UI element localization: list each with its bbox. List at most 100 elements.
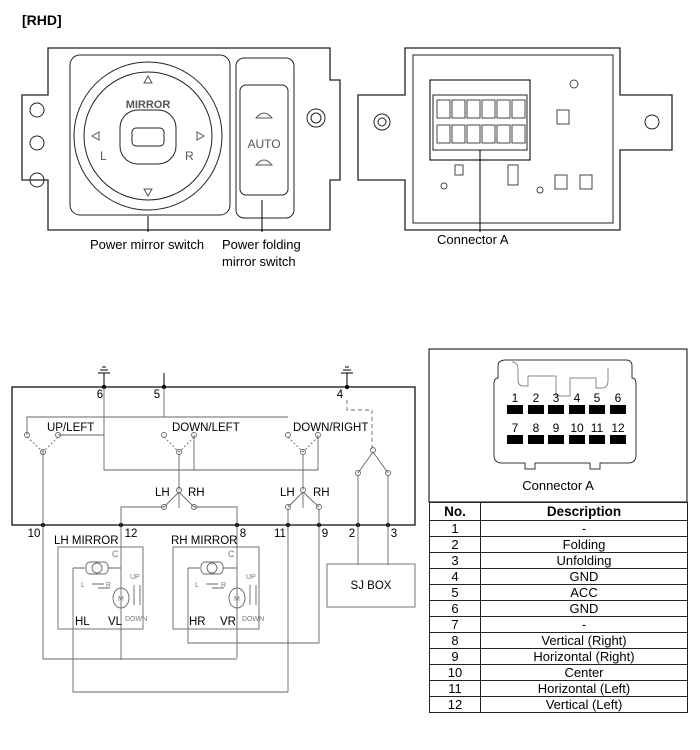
lh-l-label: L <box>81 582 85 589</box>
pin-number: 3 <box>429 552 481 569</box>
pin-description: Horizontal (Left) <box>480 680 688 697</box>
lh-up-label: UP <box>130 574 140 581</box>
pin-5-label: 5 <box>154 389 160 401</box>
rh-l-label: L <box>195 582 199 589</box>
pin-number: 2 <box>429 536 481 553</box>
pin-description: Folding <box>480 536 688 553</box>
pin-description: Horizontal (Right) <box>480 648 688 665</box>
hl-label: HL <box>75 616 90 628</box>
rh-motor-v-label: M <box>234 596 240 603</box>
pin-description: GND <box>480 600 688 617</box>
lh-label: LH <box>155 487 170 499</box>
pin-label: 9 <box>553 421 560 435</box>
pin-label: 4 <box>574 391 581 405</box>
switch-r-text: R <box>185 149 194 163</box>
switch-up-left-label: UP/LEFT <box>47 422 94 434</box>
switch-rear-drawing <box>357 47 673 232</box>
pin-label: 3 <box>553 391 560 405</box>
pin-number: 6 <box>429 600 481 617</box>
pin-description: - <box>480 616 688 633</box>
pin-description: Center <box>480 664 688 681</box>
pin-description: GND <box>480 568 688 585</box>
rh-r-label: R <box>221 582 226 589</box>
pin-label: 10 <box>570 421 584 435</box>
vr-label: VR <box>220 616 236 628</box>
pin-label: 7 <box>512 421 519 435</box>
pin-12-label: 12 <box>125 528 138 540</box>
pin-3-label: 3 <box>391 528 397 540</box>
pin-number: 8 <box>429 632 481 649</box>
rh-up-label: UP <box>246 574 256 581</box>
pin-number: 1 <box>429 520 481 537</box>
rh-label: RH <box>188 487 205 499</box>
sj-box-label: SJ BOX <box>351 580 392 592</box>
rh-label-2: RH <box>313 487 330 499</box>
pin-label: 12 <box>611 421 625 435</box>
lh-down-label: DOWN <box>125 616 147 623</box>
pin-label: 2 <box>533 391 540 405</box>
pin-10-label: 10 <box>28 528 41 540</box>
lh-mirror-label: LH MIRROR <box>54 535 119 547</box>
pin-9-label: 9 <box>322 528 328 540</box>
power-mirror-switch-drawing: MIRROR L R AUTO <box>21 47 341 232</box>
switch-down-left-label: DOWN/LEFT <box>172 422 240 434</box>
pin-description: - <box>480 520 688 537</box>
rh-down-label: DOWN <box>242 616 264 623</box>
switch-mirror-text: MIRROR <box>126 99 171 111</box>
connector-a-callout: Connector A <box>437 232 509 247</box>
header-description: Description <box>480 502 688 521</box>
variant-label: [RHD] <box>22 12 62 28</box>
auto-text: AUTO <box>247 137 280 151</box>
pin-number: 7 <box>429 616 481 633</box>
header-no: No. <box>429 502 481 521</box>
pin-number: 4 <box>429 568 481 585</box>
rh-mirror-label: RH MIRROR <box>171 535 237 547</box>
pin-number: 5 <box>429 584 481 601</box>
pin-label: 6 <box>615 391 622 405</box>
pin-label: 11 <box>591 421 604 435</box>
pin-description: Vertical (Right) <box>480 632 688 649</box>
circuit-diagram: 6 5 4 10 12 8 11 9 2 3 UP/LEFT DOWN/LEFT… <box>11 366 416 693</box>
pin-description: ACC <box>480 584 688 601</box>
pin-description: Vertical (Left) <box>480 696 688 713</box>
lh-label-2: LH <box>280 487 295 499</box>
pin-2-label: 2 <box>349 528 355 540</box>
lh-c-label: C <box>112 549 119 559</box>
pin-number: 11 <box>429 680 481 697</box>
pin-number: 9 <box>429 648 481 665</box>
lh-motor-v-label: M <box>118 596 124 603</box>
pin-number: 12 <box>429 696 481 713</box>
power-folding-callout-line2: mirror switch <box>222 254 296 269</box>
pin-description: Unfolding <box>480 552 688 569</box>
switch-l-text: L <box>100 149 107 163</box>
pin-8-label: 8 <box>240 528 246 540</box>
connector-a-title: Connector A <box>522 478 594 493</box>
pin-11-label: 11 <box>274 528 286 540</box>
table-row: 1- <box>429 520 688 537</box>
pin-4-label: 4 <box>337 389 344 401</box>
rh-c-label: C <box>228 549 235 559</box>
pin-label: 1 <box>512 391 519 405</box>
hr-label: HR <box>189 616 206 628</box>
switch-down-right-label: DOWN/RIGHT <box>293 422 368 434</box>
pin-label: 5 <box>594 391 601 405</box>
lh-r-label: R <box>106 582 111 589</box>
power-mirror-switch-callout: Power mirror switch <box>90 237 205 252</box>
vl-label: VL <box>108 616 123 628</box>
pin-6-label: 6 <box>97 389 103 401</box>
table-row: 7- <box>429 616 688 633</box>
power-folding-callout-line1: Power folding <box>222 237 301 252</box>
